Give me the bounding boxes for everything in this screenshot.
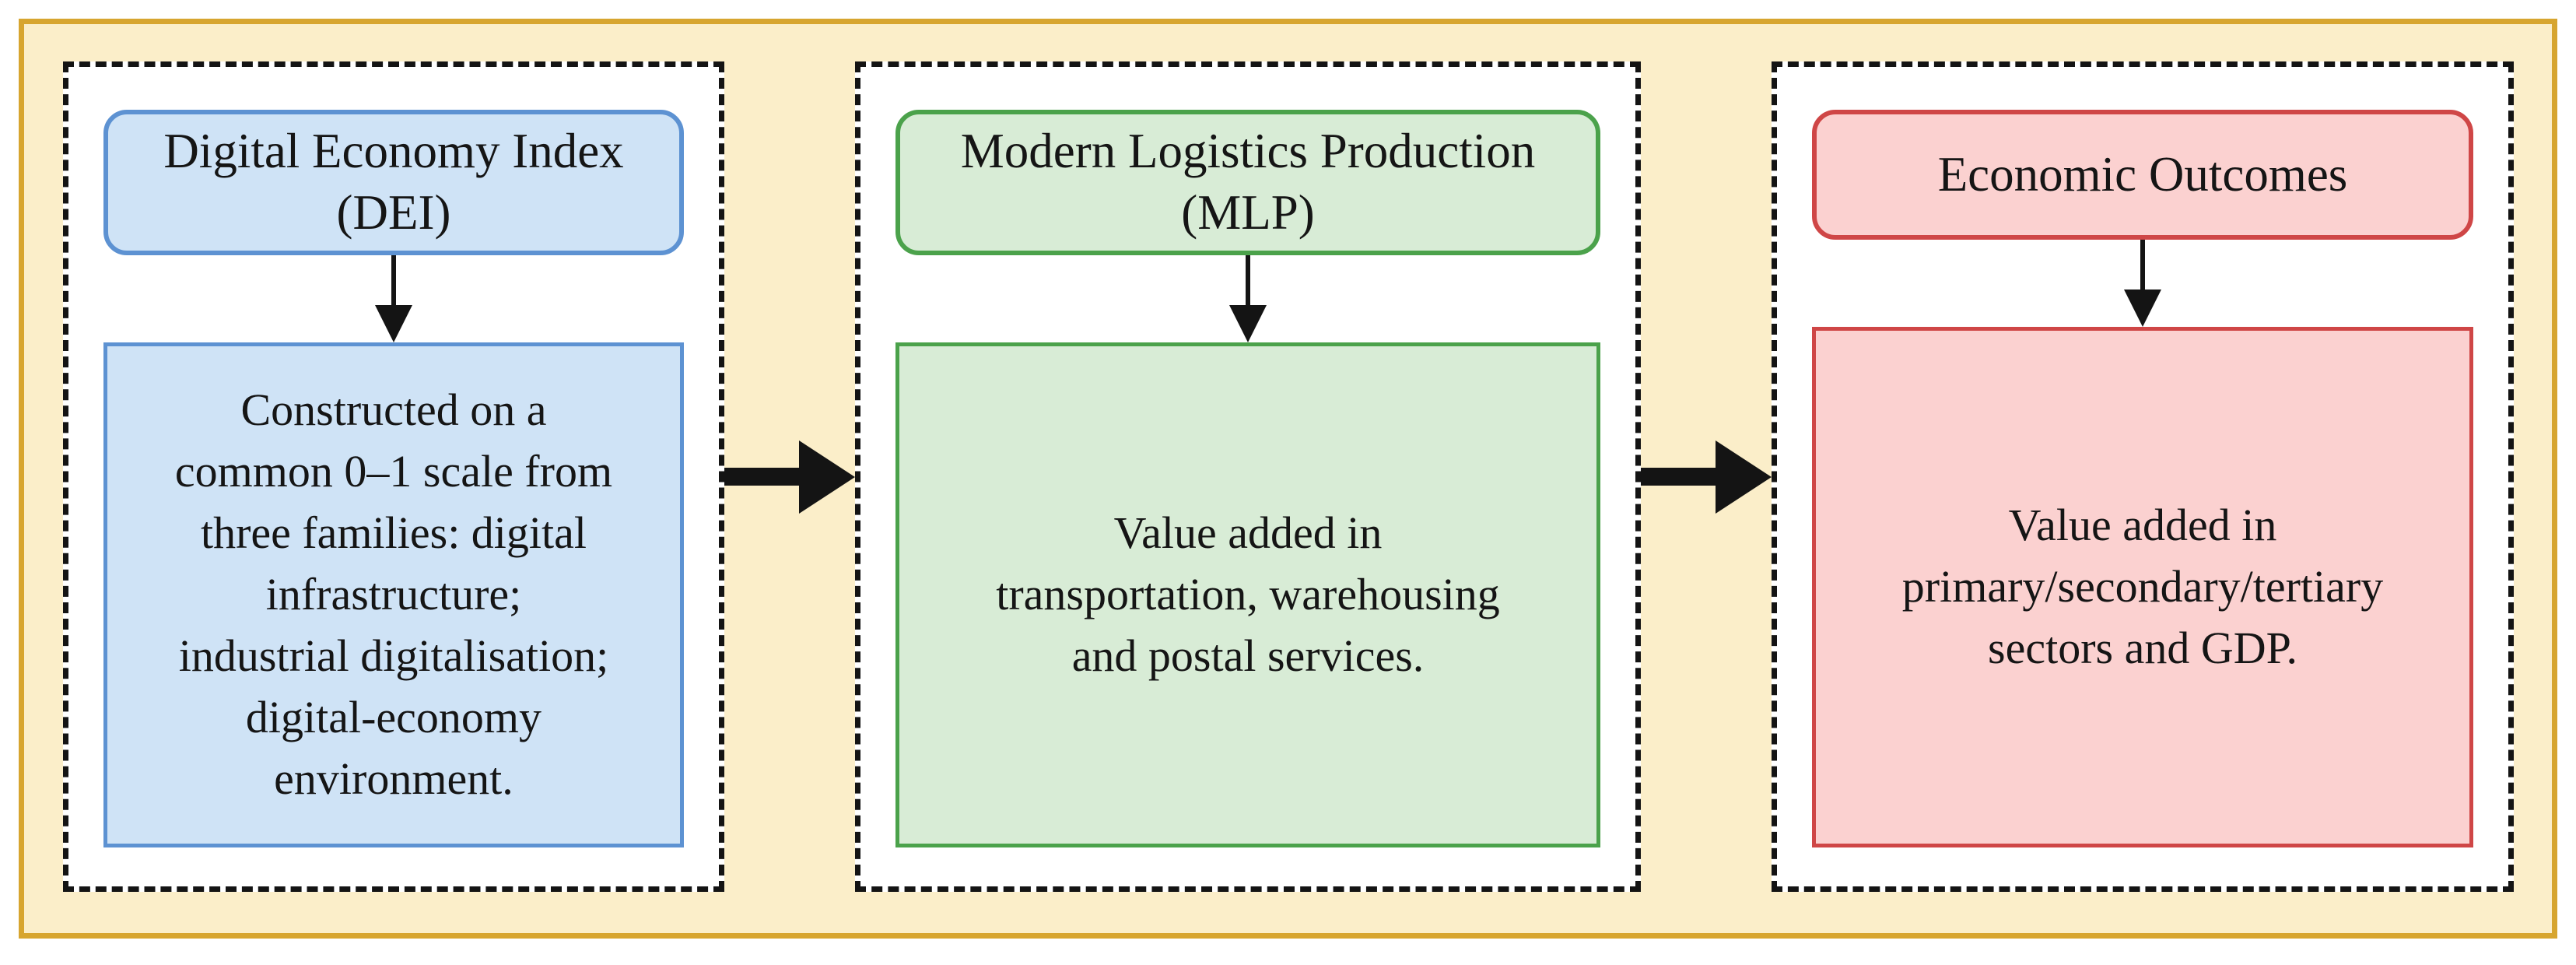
outcomes-body-text: Value added in primary/secondary/tertiar… [1901, 500, 2384, 673]
down-arrow-line [1246, 254, 1250, 307]
mlp-body-text: Value added in transportation, warehousi… [996, 507, 1500, 681]
flow-arrow-head [799, 440, 855, 514]
down-arrow-icon [1228, 254, 1267, 342]
down-arrow-icon [2123, 240, 2162, 327]
down-arrow-head [375, 304, 412, 342]
outcomes-header-label: Economic Outcomes [1937, 146, 2348, 202]
down-arrow-head [1229, 304, 1267, 342]
flow-arrow-icon [724, 430, 855, 524]
down-arrow-head [2124, 290, 2161, 327]
outcomes-body-box: Value added in primary/secondary/tertiar… [1812, 327, 2473, 847]
mlp-header-label: Modern Logistics Production (MLP) [960, 124, 1536, 240]
down-arrow-line [391, 254, 396, 307]
panel-dei: Digital Economy Index (DEI) Constructed … [63, 61, 724, 892]
dei-body-text: Constructed on a common 0–1 scale from t… [174, 384, 613, 804]
flow-arrow-tail [1641, 468, 1717, 486]
flow-arrow-tail [724, 468, 801, 486]
mlp-body-box: Value added in transportation, warehousi… [895, 342, 1600, 847]
flow-arrow-icon [1641, 430, 1772, 524]
dei-body-box: Constructed on a common 0–1 scale from t… [103, 342, 684, 847]
mlp-header-box: Modern Logistics Production (MLP) [895, 110, 1600, 255]
panel-mlp: Modern Logistics Production (MLP) Value … [855, 61, 1641, 892]
dei-header-label: Digital Economy Index (DEI) [163, 124, 624, 240]
down-arrow-line [2140, 240, 2145, 291]
panel-economic-outcomes: Economic Outcomes Value added in primary… [1772, 61, 2514, 892]
flow-arrow-head [1716, 440, 1772, 514]
down-arrow-icon [374, 254, 413, 342]
dei-header-box: Digital Economy Index (DEI) [103, 110, 684, 255]
outcomes-header-box: Economic Outcomes [1812, 110, 2473, 240]
figure-frame: Digital Economy Index (DEI) Constructed … [19, 19, 2557, 939]
